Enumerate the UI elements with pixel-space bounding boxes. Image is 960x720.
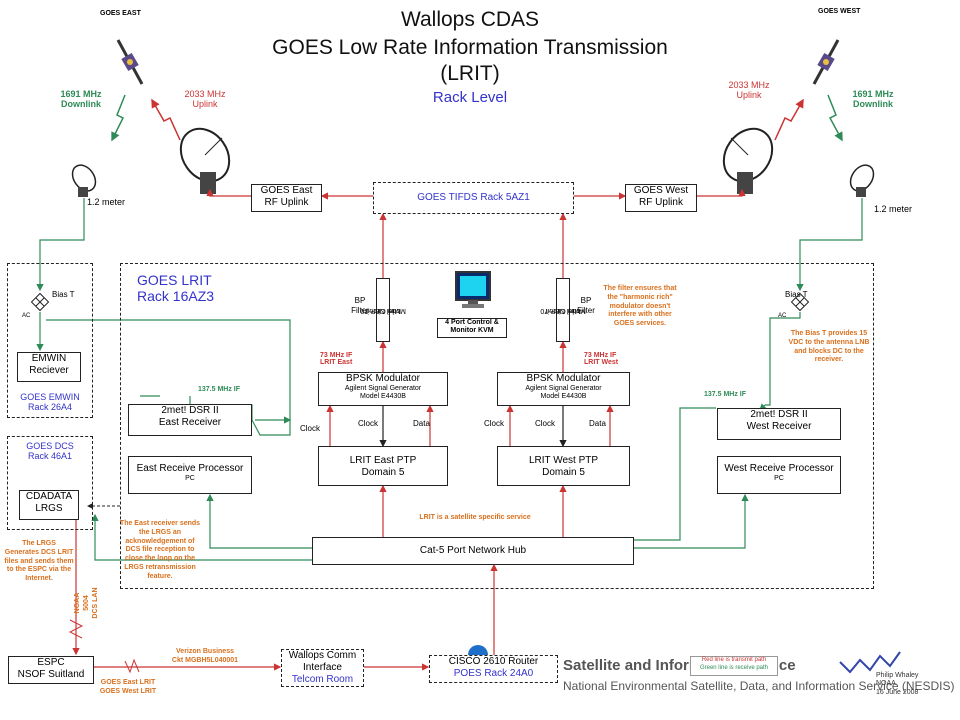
title-line-1: Wallops CDAS — [400, 8, 540, 31]
lrit-service-note: LRIT is a satellite specific service — [419, 514, 531, 521]
bias-t-west-icon — [790, 292, 810, 312]
ac-west-label: AC — [778, 313, 787, 319]
kvm-monitor-icon — [455, 271, 491, 308]
clock-label-west-1: Clock — [484, 419, 505, 428]
filter-note: The filter ensures that the "harmonic ri… — [603, 285, 677, 327]
east-receiver-note: The East receiver sends the LRGS an ackn… — [119, 520, 201, 580]
downlink-dish-west-icon — [849, 164, 875, 197]
uplink-dish-east-icon — [179, 127, 231, 194]
satellite-west-icon — [812, 39, 840, 85]
clock-label-west-2: Clock — [535, 419, 556, 428]
kvm-box[interactable]: 4 Port Control &Monitor KVM — [437, 318, 507, 338]
if137-west-label: 137.5 MHz IF — [704, 391, 747, 398]
network-hub-box[interactable]: Cat-5 Port Network Hub — [312, 537, 634, 565]
bias-t-east-label: Bias T — [52, 290, 75, 299]
goes-emwin-rack-outline — [7, 263, 93, 418]
goes-lrit-rack-outline — [120, 263, 874, 589]
title-rack-level: Rack Level — [432, 89, 508, 106]
data-label-east: Data — [413, 419, 430, 428]
goes-tifds-rack-box[interactable]: GOES TIFDS Rack 5AZ1 — [373, 182, 574, 214]
clock-label-east-2: Clock — [358, 419, 379, 428]
bias-t-east-icon — [30, 292, 50, 312]
satellite-east-icon — [116, 39, 144, 85]
west-dish-size: 1.2 meter — [874, 204, 913, 214]
lrgs-note: The LRGS Generates DCS LRIT files and se… — [4, 540, 74, 582]
uplink-dish-west-icon — [722, 127, 774, 194]
clock-label-east-1: Clock — [300, 424, 321, 433]
ac-east-label: AC — [22, 313, 31, 319]
goes-east-label: GOES EAST — [100, 10, 141, 17]
data-label-west: Data — [589, 419, 606, 428]
if137-east-label: 137.5 MHz IF — [198, 386, 241, 393]
goes-west-label: GOES WEST — [818, 8, 861, 15]
bias-t-west-label: Bias T — [785, 290, 808, 299]
bias-t-note: The Bias T provides 15 VDC to the antenn… — [788, 330, 870, 364]
downlink-dish-east-icon — [71, 164, 97, 197]
east-dish-size: 1.2 meter — [87, 197, 126, 207]
nesdis-logo-icon — [839, 651, 901, 674]
title-line-3: (LRIT) — [440, 62, 500, 85]
title-line-2: GOES Low Rate Information Transmission — [272, 36, 668, 59]
footer-nesdis: National Environmental Satellite, Data, … — [563, 679, 955, 693]
goes-dcs-rack-outline — [7, 436, 93, 530]
